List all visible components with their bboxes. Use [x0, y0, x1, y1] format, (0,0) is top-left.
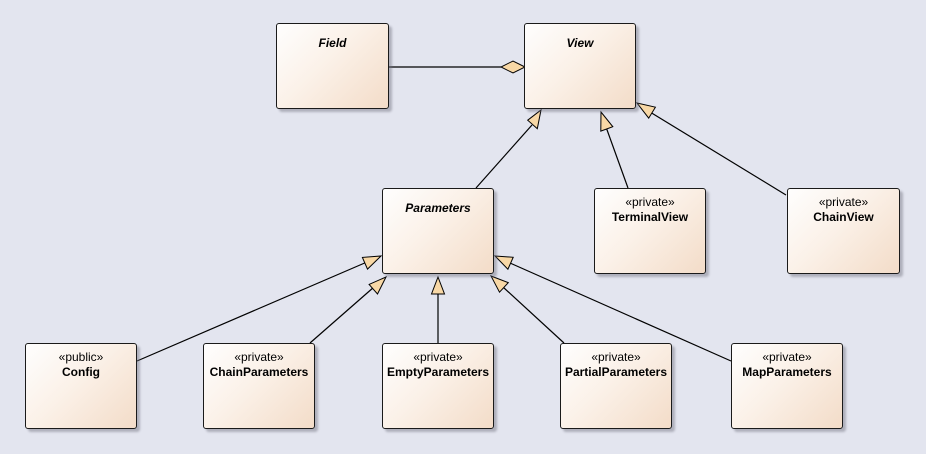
generalization-emptyparameters-parameters[interactable] [430, 275, 446, 343]
generalization-parameters-view[interactable] [475, 108, 542, 189]
class-name: MapParameters [742, 365, 832, 379]
generalization-mapparameters-parameters[interactable] [493, 255, 732, 362]
generalization-arrowhead [493, 255, 514, 271]
generalization-arrowhead [600, 110, 614, 132]
generalization-arrowhead [635, 102, 657, 119]
generalization-arrowhead [361, 255, 383, 270]
class-terminal-view[interactable]: «private» TerminalView [594, 188, 706, 274]
class-map-parameters[interactable]: «private» MapParameters [731, 343, 843, 429]
class-stereotype: «private» [625, 195, 675, 209]
class-stereotype: «private» [413, 350, 463, 364]
class-stereotype: «private» [234, 350, 284, 364]
generalization-config-parameters[interactable] [136, 255, 383, 362]
class-partial-parameters[interactable]: «private» PartialParameters [560, 343, 672, 429]
generalization-chainview-view[interactable] [635, 102, 787, 196]
class-stereotype: «private» [762, 350, 812, 364]
class-parameters[interactable]: Parameters [382, 188, 494, 274]
class-chain-view[interactable]: «private» ChainView [787, 188, 900, 274]
class-empty-parameters[interactable]: «private» EmptyParameters [382, 343, 494, 429]
aggregation-field-view[interactable] [389, 60, 527, 74]
generalization-arrowhead [430, 275, 446, 295]
class-name: View [566, 36, 594, 50]
class-field[interactable]: Field [276, 23, 389, 109]
class-name: ChainView [813, 210, 874, 224]
generalization-arrowhead [368, 275, 388, 295]
generalization-arrowhead [489, 275, 510, 294]
class-name: ChainParameters [209, 365, 309, 379]
generalization-terminalview-view[interactable] [600, 110, 629, 189]
class-name: Config [62, 365, 100, 379]
class-name: EmptyParameters [386, 365, 490, 379]
class-view[interactable]: View [524, 23, 636, 109]
class-name: TerminalView [611, 210, 689, 224]
generalization-arrowhead [526, 108, 542, 130]
class-name: Parameters [405, 201, 471, 215]
class-stereotype: «public» [58, 350, 104, 364]
class-stereotype: «private» [591, 350, 641, 364]
class-stereotype: «private» [818, 195, 869, 209]
class-chain-parameters[interactable]: «private» ChainParameters [203, 343, 315, 429]
class-name: Field [318, 36, 347, 50]
generalization-chainparameters-parameters[interactable] [309, 275, 388, 344]
aggregation-diamond-head [499, 60, 527, 74]
class-config[interactable]: «public» Config [25, 343, 137, 429]
generalization-partialparameters-parameters[interactable] [489, 275, 565, 344]
class-name: PartialParameters [564, 365, 668, 379]
